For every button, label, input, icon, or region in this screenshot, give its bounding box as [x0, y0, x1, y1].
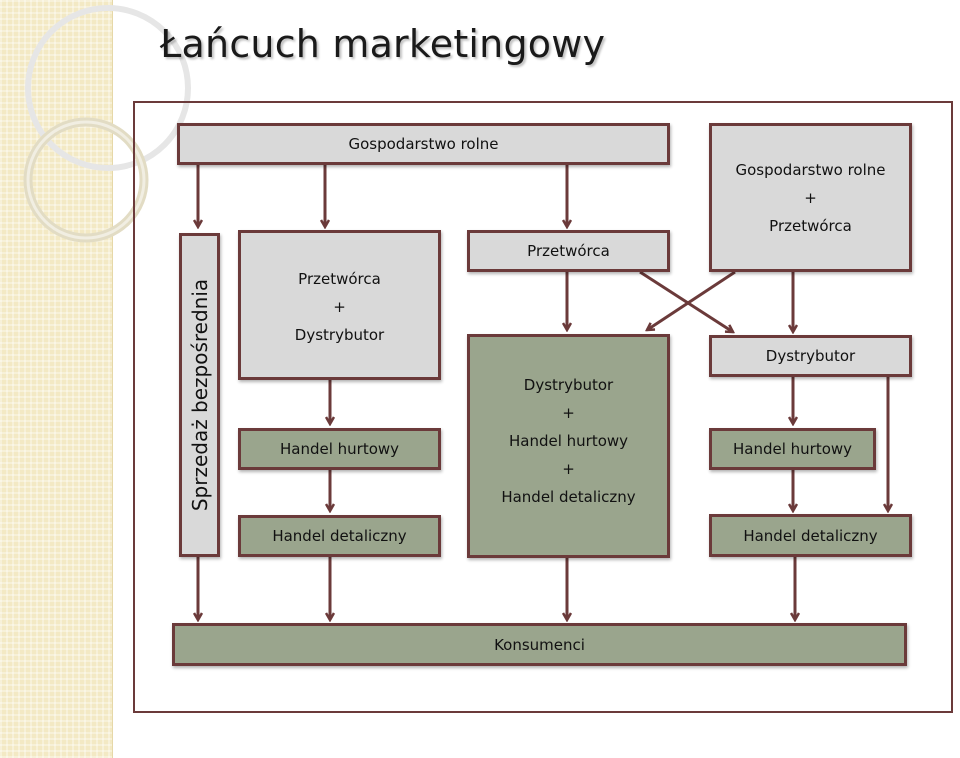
wholesale-left-label: Handel hurtowy [279, 440, 400, 458]
processor-distributor-line-3: Dystrybutor [294, 326, 385, 344]
wholesale-right-label: Handel hurtowy [732, 440, 853, 458]
processor-box: Przetwórca [467, 230, 670, 272]
diagram-frame [133, 101, 953, 713]
processor-distributor-box: Przetwórca + Dystrybutor [238, 230, 441, 380]
arrow-processor-to-distributor-right [639, 270, 733, 332]
wholesale-right-box: Handel hurtowy [709, 428, 876, 470]
processor-distributor-line-1: Przetwórca [298, 270, 381, 288]
arrow-farm-processor-to-combo [647, 270, 736, 330]
processor-distributor-line-2: + [333, 298, 346, 316]
combo-line-1: Dystrybutor [523, 376, 614, 394]
farm-processor-line-3: Przetwórca [769, 216, 852, 235]
consumers-box: Konsumenci [172, 623, 907, 666]
retail-left-box: Handel detaliczny [238, 515, 441, 557]
distributor-right-label: Dystrybutor [765, 347, 856, 365]
combo-line-3: Handel hurtowy [508, 432, 629, 450]
farm-processor-line-1: Gospodarstwo rolne [735, 160, 886, 179]
combo-line-4: + [562, 460, 575, 478]
consumers-label: Konsumenci [494, 635, 585, 654]
direct-sales-box: Sprzedaż bezpośrednia [179, 233, 220, 557]
page-title: Łańcuch marketingowy [160, 22, 606, 66]
retail-right-box: Handel detaliczny [709, 514, 912, 557]
distributor-combo-box: Dystrybutor + Handel hurtowy + Handel de… [467, 334, 670, 558]
combo-line-2: + [562, 404, 575, 422]
farm-box: Gospodarstwo rolne [177, 123, 670, 165]
farm-processor-line-2: + [804, 188, 817, 207]
direct-sales-label: Sprzedaż bezpośrednia [187, 278, 212, 512]
farm-label: Gospodarstwo rolne [348, 135, 499, 153]
combo-line-5: Handel detaliczny [501, 488, 636, 506]
processor-label: Przetwórca [527, 242, 610, 260]
decorative-rings [23, 5, 191, 243]
wholesale-left-box: Handel hurtowy [238, 428, 441, 470]
farm-processor-box: Gospodarstwo rolne + Przetwórca [709, 123, 912, 272]
retail-right-label: Handel detaliczny [743, 526, 878, 545]
retail-left-label: Handel detaliczny [272, 527, 407, 545]
distributor-right-box: Dystrybutor [709, 335, 912, 377]
